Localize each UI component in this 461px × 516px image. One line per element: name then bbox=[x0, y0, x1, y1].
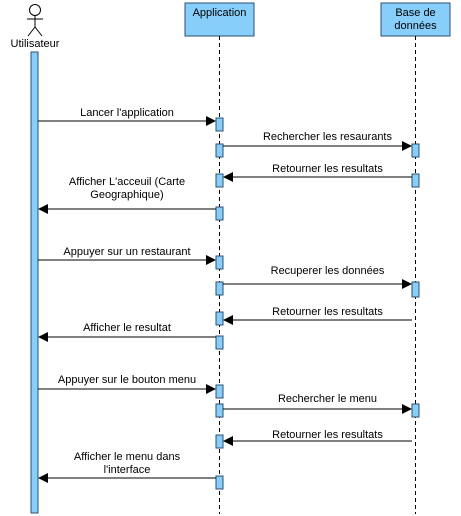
message-9: Appuyer sur le bouton menu bbox=[38, 374, 216, 394]
message-label: Rechercher le menu bbox=[278, 393, 377, 405]
message-arrowhead bbox=[38, 204, 48, 214]
message-label: Afficher L'acceuil (Carte bbox=[69, 176, 185, 188]
message-label: Geographique) bbox=[90, 189, 163, 201]
message-label: Retourner les resultats bbox=[272, 163, 383, 175]
app-activation bbox=[215, 117, 224, 132]
message-label: Lancer l'application bbox=[80, 107, 174, 119]
message-11: Retourner les resultats bbox=[223, 429, 412, 446]
message-1: Lancer l'application bbox=[38, 107, 216, 126]
app-activation bbox=[215, 434, 224, 449]
message-label: Afficher le resultat bbox=[83, 322, 171, 334]
database-label-line-2: données bbox=[394, 20, 437, 32]
db-activation bbox=[411, 173, 420, 188]
message-arrowhead bbox=[206, 384, 216, 394]
participant-base-de-donnees: Base de données bbox=[380, 2, 451, 514]
user-activation-bar bbox=[30, 51, 39, 514]
message-label: Afficher le menu dans bbox=[74, 451, 181, 463]
database-label-line-1: Base de bbox=[395, 7, 435, 19]
message-label: l'interface bbox=[104, 464, 151, 476]
message-arrowhead bbox=[402, 279, 412, 289]
actor-utilisateur: Utilisateur bbox=[11, 4, 60, 50]
message-arrowhead bbox=[38, 332, 48, 342]
application-label: Application bbox=[193, 7, 247, 19]
message-7: Retourner les resultats bbox=[223, 306, 412, 325]
application-box bbox=[184, 2, 255, 37]
participant-application: Application bbox=[184, 2, 255, 514]
message-arrowhead bbox=[402, 141, 412, 151]
message-label: Rechercher les resaurants bbox=[263, 131, 393, 143]
app-activation bbox=[215, 311, 224, 326]
message-2: Rechercher les resaurants bbox=[223, 131, 412, 151]
message-10: Rechercher le menu bbox=[223, 393, 412, 414]
app-activation bbox=[215, 173, 224, 188]
message-label: Recuperer les données bbox=[271, 265, 385, 277]
actor-label: Utilisateur bbox=[11, 38, 60, 50]
message-label: Appuyer sur le bouton menu bbox=[58, 374, 196, 386]
app-activation bbox=[215, 335, 224, 350]
db-activation bbox=[411, 403, 420, 418]
app-activation bbox=[215, 475, 224, 490]
message-label: Retourner les resultats bbox=[272, 306, 383, 318]
message-arrowhead bbox=[206, 255, 216, 265]
message-arrowhead bbox=[223, 172, 233, 182]
message-arrowhead bbox=[206, 116, 216, 126]
actor-head bbox=[29, 4, 41, 16]
actor-right-leg bbox=[34, 26, 43, 37]
app-activation bbox=[215, 206, 224, 221]
app-activation bbox=[215, 403, 224, 418]
message-8: Afficher le resultat bbox=[38, 322, 216, 342]
message-arrowhead bbox=[223, 436, 233, 446]
message-6: Recuperer les données bbox=[223, 265, 412, 289]
app-activation bbox=[215, 384, 224, 399]
app-activation bbox=[215, 143, 224, 158]
message-arrowhead bbox=[223, 315, 233, 325]
message-label: Retourner les resultats bbox=[272, 429, 383, 441]
actor-left-leg bbox=[27, 26, 36, 37]
message-arrowhead bbox=[402, 404, 412, 414]
app-activation bbox=[215, 255, 224, 270]
message-5: Appuyer sur un restaurant bbox=[38, 246, 216, 265]
db-activation bbox=[411, 143, 420, 158]
app-activation bbox=[215, 281, 224, 296]
db-activation bbox=[411, 281, 420, 298]
message-3: Retourner les resultats bbox=[223, 163, 412, 182]
message-label: Appuyer sur un restaurant bbox=[63, 246, 190, 258]
message-arrowhead bbox=[38, 473, 48, 483]
